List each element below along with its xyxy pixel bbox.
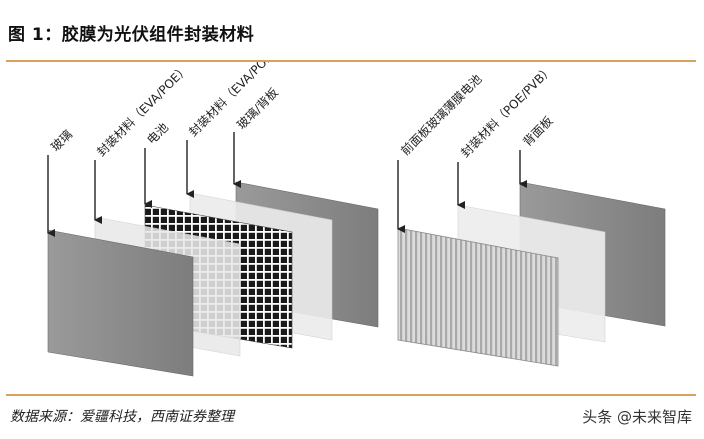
right-layer-stack xyxy=(397,181,666,367)
label-cell: 电池 xyxy=(144,120,171,147)
right-labels: 前面板玻璃薄膜电池 封装材料（POE/PVB） 背面板 xyxy=(398,63,556,161)
label-glass: 玻璃 xyxy=(48,127,75,154)
figure-title: 图 1：胶膜为光伏组件封装材料 xyxy=(8,25,255,45)
right-front-film-cell-layer xyxy=(397,227,559,367)
top-rule xyxy=(6,60,696,62)
left-arrows xyxy=(47,132,241,237)
right-arrows xyxy=(397,150,527,233)
label-encap-1: 封装材料（EVA/POE） xyxy=(94,62,191,159)
watermark: 头条 @未来智库 xyxy=(582,408,692,426)
left-labels: 玻璃 封装材料（EVA/POE） 电池 封装材料（EVA/POE） 玻璃/背板 xyxy=(48,62,283,159)
solar-module-diagram: 玻璃 封装材料（EVA/POE） 电池 封装材料（EVA/POE） 玻璃/背板 … xyxy=(47,62,666,377)
left-front-glass-layer xyxy=(47,229,194,377)
bottom-rule xyxy=(6,394,696,396)
source-note: 数据来源：爱疆科技，西南证券整理 xyxy=(10,409,234,425)
label-back-panel: 背面板 xyxy=(520,114,555,149)
left-layer-stack xyxy=(47,181,379,377)
